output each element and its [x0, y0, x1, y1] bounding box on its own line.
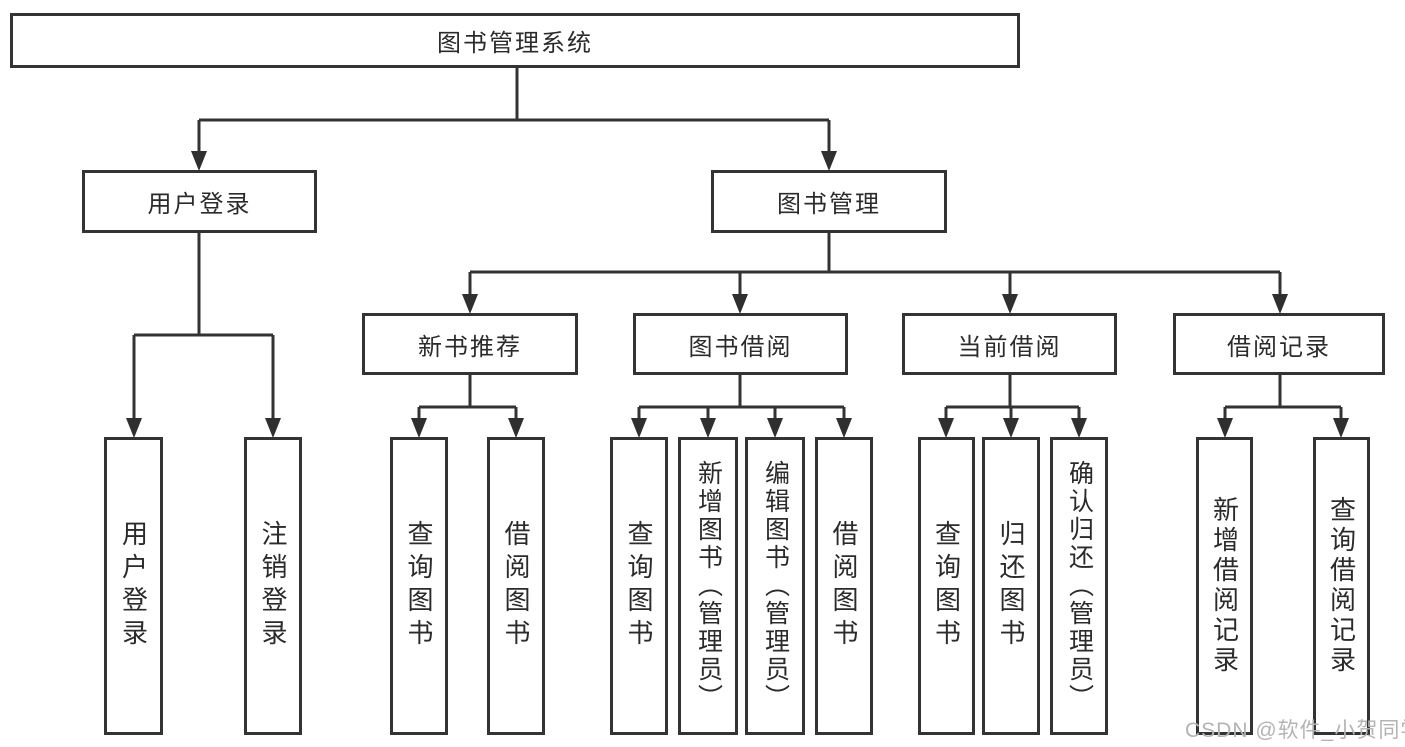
leaf-logout: 注销登录 — [244, 437, 302, 735]
leaf-query-books: 查询图书 — [390, 437, 448, 735]
node-label: 新书推荐 — [418, 333, 522, 361]
leaf-return-books: 归还图书 — [982, 437, 1040, 735]
node-new-book-recommendation: 新书推荐 — [362, 313, 578, 375]
node-label: 借阅图书 — [829, 520, 859, 652]
node-book-management: 图书管理 — [711, 170, 947, 233]
node-label: 确认归还（管理员） — [1065, 460, 1094, 712]
leaf-add-book-admin: 新增图书（管理员） — [678, 437, 738, 735]
node-current-borrowing: 当前借阅 — [902, 313, 1117, 375]
node-label: 查询图书 — [624, 520, 654, 652]
leaf-borrow-books: 借阅图书 — [487, 437, 545, 735]
node-library-management-system: 图书管理系统 — [10, 13, 1020, 68]
node-book-borrowing: 图书借阅 — [633, 313, 848, 375]
node-label: 编辑图书（管理员） — [761, 460, 790, 712]
node-borrowing-records: 借阅记录 — [1173, 313, 1385, 375]
node-label: 图书借阅 — [688, 333, 793, 361]
node-label: 借阅记录 — [1227, 333, 1331, 361]
leaf-query-books: 查询图书 — [610, 437, 668, 735]
node-label: 新增图书（管理员） — [694, 460, 723, 712]
node-label: 注销登录 — [258, 520, 288, 652]
node-label: 用户登录 — [147, 191, 252, 218]
node-label: 用户登录 — [118, 520, 149, 652]
leaf-edit-book-admin: 编辑图书（管理员） — [745, 437, 805, 735]
leaf-borrow-books: 借阅图书 — [815, 437, 873, 735]
leaf-query-borrow-record: 查询借阅记录 — [1313, 437, 1370, 735]
node-label: 当前借阅 — [957, 333, 1062, 361]
node-label: 查询图书 — [404, 520, 434, 652]
node-label: 图书管理系统 — [437, 30, 593, 57]
node-label: 新增借阅记录 — [1209, 496, 1240, 676]
leaf-add-borrow-record: 新增借阅记录 — [1196, 437, 1253, 735]
node-label: 查询图书 — [931, 520, 962, 652]
node-label: 借阅图书 — [501, 520, 531, 652]
csdn-watermark: CSDN @软件_小贺同学 — [1185, 719, 1405, 742]
leaf-query-books: 查询图书 — [918, 437, 975, 735]
node-label: 归还图书 — [996, 520, 1026, 652]
leaf-user-login: 用户登录 — [104, 437, 163, 735]
node-user-login: 用户登录 — [82, 170, 317, 233]
leaf-confirm-return-admin: 确认归还（管理员） — [1050, 437, 1108, 735]
node-label: 图书管理 — [777, 191, 881, 218]
node-label: 查询借阅记录 — [1326, 496, 1357, 676]
